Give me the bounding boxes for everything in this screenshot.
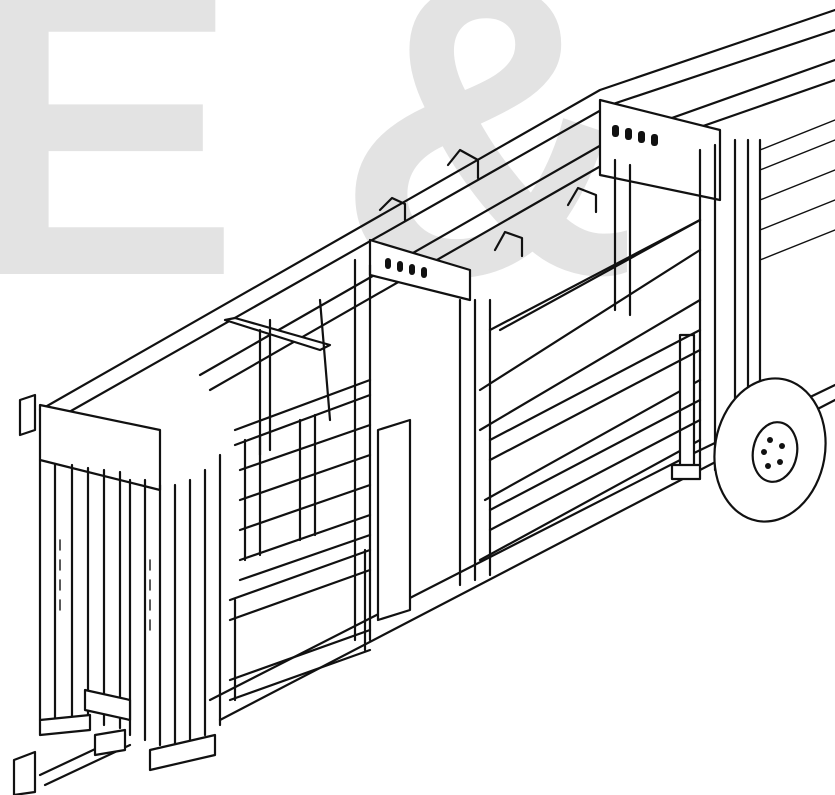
front-headgate [18,393,222,747]
tow-hitch [12,728,132,795]
jack-stand [670,333,702,481]
side-panels [488,218,702,532]
top-crossbar [223,298,332,457]
middle-gate [353,148,598,642]
side-access-door [228,378,372,702]
wheel [713,377,827,523]
base-skid [38,713,217,772]
rear-gate [598,98,835,472]
watermark-text: E & [0,0,640,364]
side-plate [376,418,412,622]
